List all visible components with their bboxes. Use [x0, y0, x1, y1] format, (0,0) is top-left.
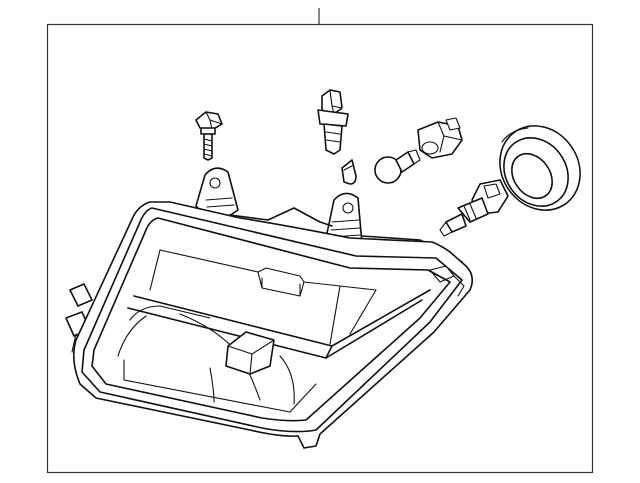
turn-signal-bulb — [374, 149, 421, 184]
headlamp-bulb — [439, 179, 509, 237]
lower-reflector — [129, 305, 211, 321]
bulb-socket-twist — [417, 117, 463, 159]
lens-bezel-outer — [81, 207, 463, 433]
bulb-icon — [341, 159, 357, 185]
lens-bezel-inner — [91, 217, 451, 422]
dust-cap — [499, 125, 581, 211]
rear-bracket-left — [195, 167, 239, 219]
headlamp-assembly — [65, 167, 474, 449]
projector-module — [225, 331, 275, 375]
bulb-socket — [317, 89, 349, 155]
diagram-frame — [46, 23, 594, 474]
mounting-bolt — [195, 111, 223, 161]
side-tab-upper — [69, 283, 93, 307]
outer-housing — [72, 201, 474, 449]
wedge-bulb — [341, 159, 357, 185]
